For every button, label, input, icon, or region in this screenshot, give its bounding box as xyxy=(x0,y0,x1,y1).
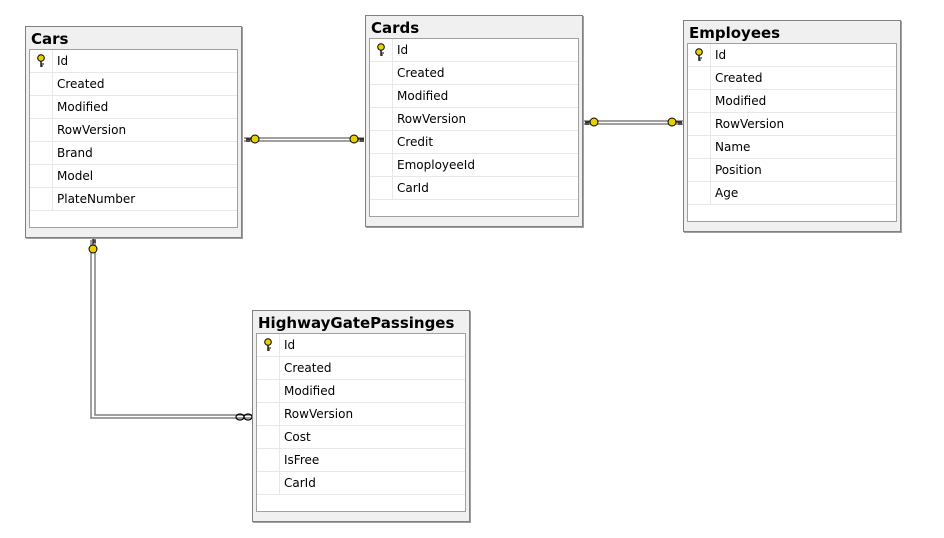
key-icon xyxy=(88,239,98,254)
primary-key-icon xyxy=(30,54,52,68)
table-cards[interactable]: Cards Id Created Modified RowVersion Cre… xyxy=(365,15,583,227)
column-row[interactable]: EmoployeeId xyxy=(370,154,578,177)
table-employees[interactable]: Employees Id Created Modified RowVersion… xyxy=(683,20,901,232)
column-row[interactable]: Id xyxy=(30,50,237,73)
column-name: Position xyxy=(715,163,762,177)
column-row[interactable]: RowVersion xyxy=(30,119,237,142)
column-name: Created xyxy=(284,361,332,375)
column-name: Id xyxy=(397,43,409,57)
column-row[interactable]: PlateNumber xyxy=(30,188,237,211)
primary-key-icon xyxy=(370,43,392,57)
column-name: Created xyxy=(397,66,445,80)
infinity-icon xyxy=(235,413,253,421)
column-row[interactable]: CarId xyxy=(370,177,578,200)
column-row[interactable]: Id xyxy=(370,39,578,62)
column-row[interactable]: Brand xyxy=(30,142,237,165)
column-row[interactable]: Modified xyxy=(370,85,578,108)
column-name: PlateNumber xyxy=(57,192,136,206)
column-name: Created xyxy=(715,71,763,85)
column-name: CarId xyxy=(284,476,316,490)
column-row[interactable]: RowVersion xyxy=(688,113,896,136)
column-row[interactable]: Created xyxy=(688,67,896,90)
key-icon xyxy=(585,117,599,127)
column-name: IsFree xyxy=(284,453,320,467)
column-list: Id Created Modified RowVersion Credit Em… xyxy=(369,38,579,217)
column-row[interactable]: Model xyxy=(30,165,237,188)
column-name: Name xyxy=(715,140,751,154)
column-row[interactable]: Modified xyxy=(30,96,237,119)
column-row[interactable]: Name xyxy=(688,136,896,159)
relationship-cars-cards[interactable] xyxy=(244,134,364,144)
column-row[interactable]: Modified xyxy=(257,380,465,403)
column-name: Modified xyxy=(57,100,109,114)
column-name: RowVersion xyxy=(715,117,785,131)
column-row[interactable]: Modified xyxy=(688,90,896,113)
column-name: RowVersion xyxy=(397,112,467,126)
column-row[interactable]: CarId xyxy=(257,472,465,495)
column-list: Id Created Modified RowVersion Name Posi… xyxy=(687,43,897,222)
key-icon xyxy=(667,117,682,127)
column-row[interactable]: Credit xyxy=(370,131,578,154)
column-name: RowVersion xyxy=(57,123,127,137)
column-name: RowVersion xyxy=(284,407,354,421)
column-name: Created xyxy=(57,77,105,91)
key-icon xyxy=(349,134,364,144)
table-highwaygatepassinges[interactable]: HighwayGatePassinges Id Created Modified… xyxy=(252,310,470,522)
column-name: Credit xyxy=(397,135,434,149)
column-row[interactable]: Id xyxy=(257,334,465,357)
relationship-cars-highwaygatepassinges[interactable] xyxy=(88,239,253,421)
column-name: Id xyxy=(715,48,727,62)
column-name: Model xyxy=(57,169,94,183)
table-title: Employees xyxy=(689,24,781,42)
primary-key-icon xyxy=(688,48,710,62)
column-row[interactable]: RowVersion xyxy=(257,403,465,426)
column-name: Age xyxy=(715,186,739,200)
table-title: Cards xyxy=(371,19,420,37)
column-list: Id Created Modified RowVersion Brand Mod… xyxy=(29,49,238,228)
column-name: Brand xyxy=(57,146,93,160)
column-name: Cost xyxy=(284,430,311,444)
table-cars[interactable]: Cars Id Created Modified RowVersion Bran… xyxy=(25,26,242,238)
table-title: HighwayGatePassinges xyxy=(258,314,455,332)
column-name: Id xyxy=(57,54,69,68)
column-name: Modified xyxy=(715,94,767,108)
column-name: Modified xyxy=(397,89,449,103)
column-list: Id Created Modified RowVersion Cost IsFr… xyxy=(256,333,466,512)
primary-key-icon xyxy=(257,338,279,352)
column-row[interactable]: Id xyxy=(688,44,896,67)
column-row[interactable]: RowVersion xyxy=(370,108,578,131)
column-name: EmoployeeId xyxy=(397,158,475,172)
column-name: Modified xyxy=(284,384,336,398)
column-row[interactable]: Created xyxy=(257,357,465,380)
column-row[interactable]: Position xyxy=(688,159,896,182)
key-icon xyxy=(246,134,260,144)
column-name: Id xyxy=(284,338,296,352)
column-row[interactable]: IsFree xyxy=(257,449,465,472)
column-row[interactable]: Cost xyxy=(257,426,465,449)
column-name: CarId xyxy=(397,181,429,195)
column-row[interactable]: Created xyxy=(30,73,237,96)
column-row[interactable]: Created xyxy=(370,62,578,85)
table-title: Cars xyxy=(31,30,69,48)
relationship-cards-employees[interactable] xyxy=(583,117,683,127)
column-row[interactable]: Age xyxy=(688,182,896,205)
